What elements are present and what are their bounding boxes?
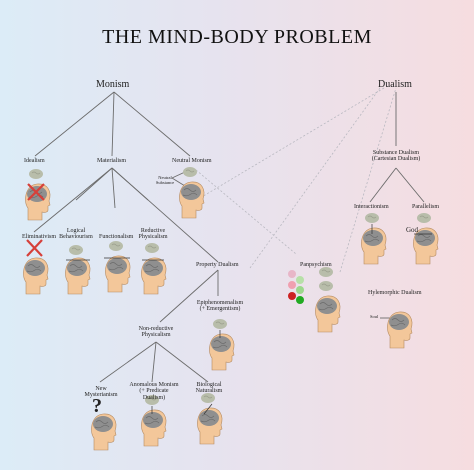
node-idealism: Idealism xyxy=(24,158,45,164)
node-substance-dualism: Substance Dualism (Cartesian Dualism) xyxy=(371,150,421,163)
node-property-dualism: Property Dualism xyxy=(196,262,239,268)
node-monism: Monism xyxy=(96,79,130,90)
node-materialism: Materialism xyxy=(97,158,126,164)
node-logical-behaviourism: Logical Behaviourism xyxy=(59,228,93,241)
node-eliminativism: Eliminativism xyxy=(22,234,56,240)
diagram-title: THE MIND-BODY PROBLEM xyxy=(102,26,372,48)
node-biological-naturalism: Biological Naturalism xyxy=(195,382,223,395)
node-interactionism: Interactionism xyxy=(354,204,389,210)
node-panpsychism: Panpsychism xyxy=(300,262,332,268)
node-functionalism: Functionalism xyxy=(99,234,134,240)
node-hylemorphic-dualism: Hylemorphic Dualism xyxy=(368,290,422,296)
question-mark: ? xyxy=(92,395,102,417)
node-anomalous-monism: Anomalous Monism (+ Predicate Dualism) xyxy=(129,382,179,401)
node-reductive-physicalism: Reductive Physicalism xyxy=(138,228,168,241)
node-non-reductive-physicalism: Non-reductive Physicalism xyxy=(138,326,174,339)
node-parallelism: Parallelism xyxy=(412,204,439,210)
node-neutral-substance: Neutral Substance xyxy=(155,175,175,185)
node-epiphenomenalism: Epiphenomenalism (+ Emergentism) xyxy=(196,300,244,313)
node-dualism: Dualism xyxy=(378,79,412,90)
node-neutral-monism: Neutral Monism xyxy=(172,158,212,164)
node-new-mysterianism: New Mysterianism xyxy=(84,386,118,399)
node-soul: Soul xyxy=(370,314,379,319)
node-god: God xyxy=(406,226,419,234)
